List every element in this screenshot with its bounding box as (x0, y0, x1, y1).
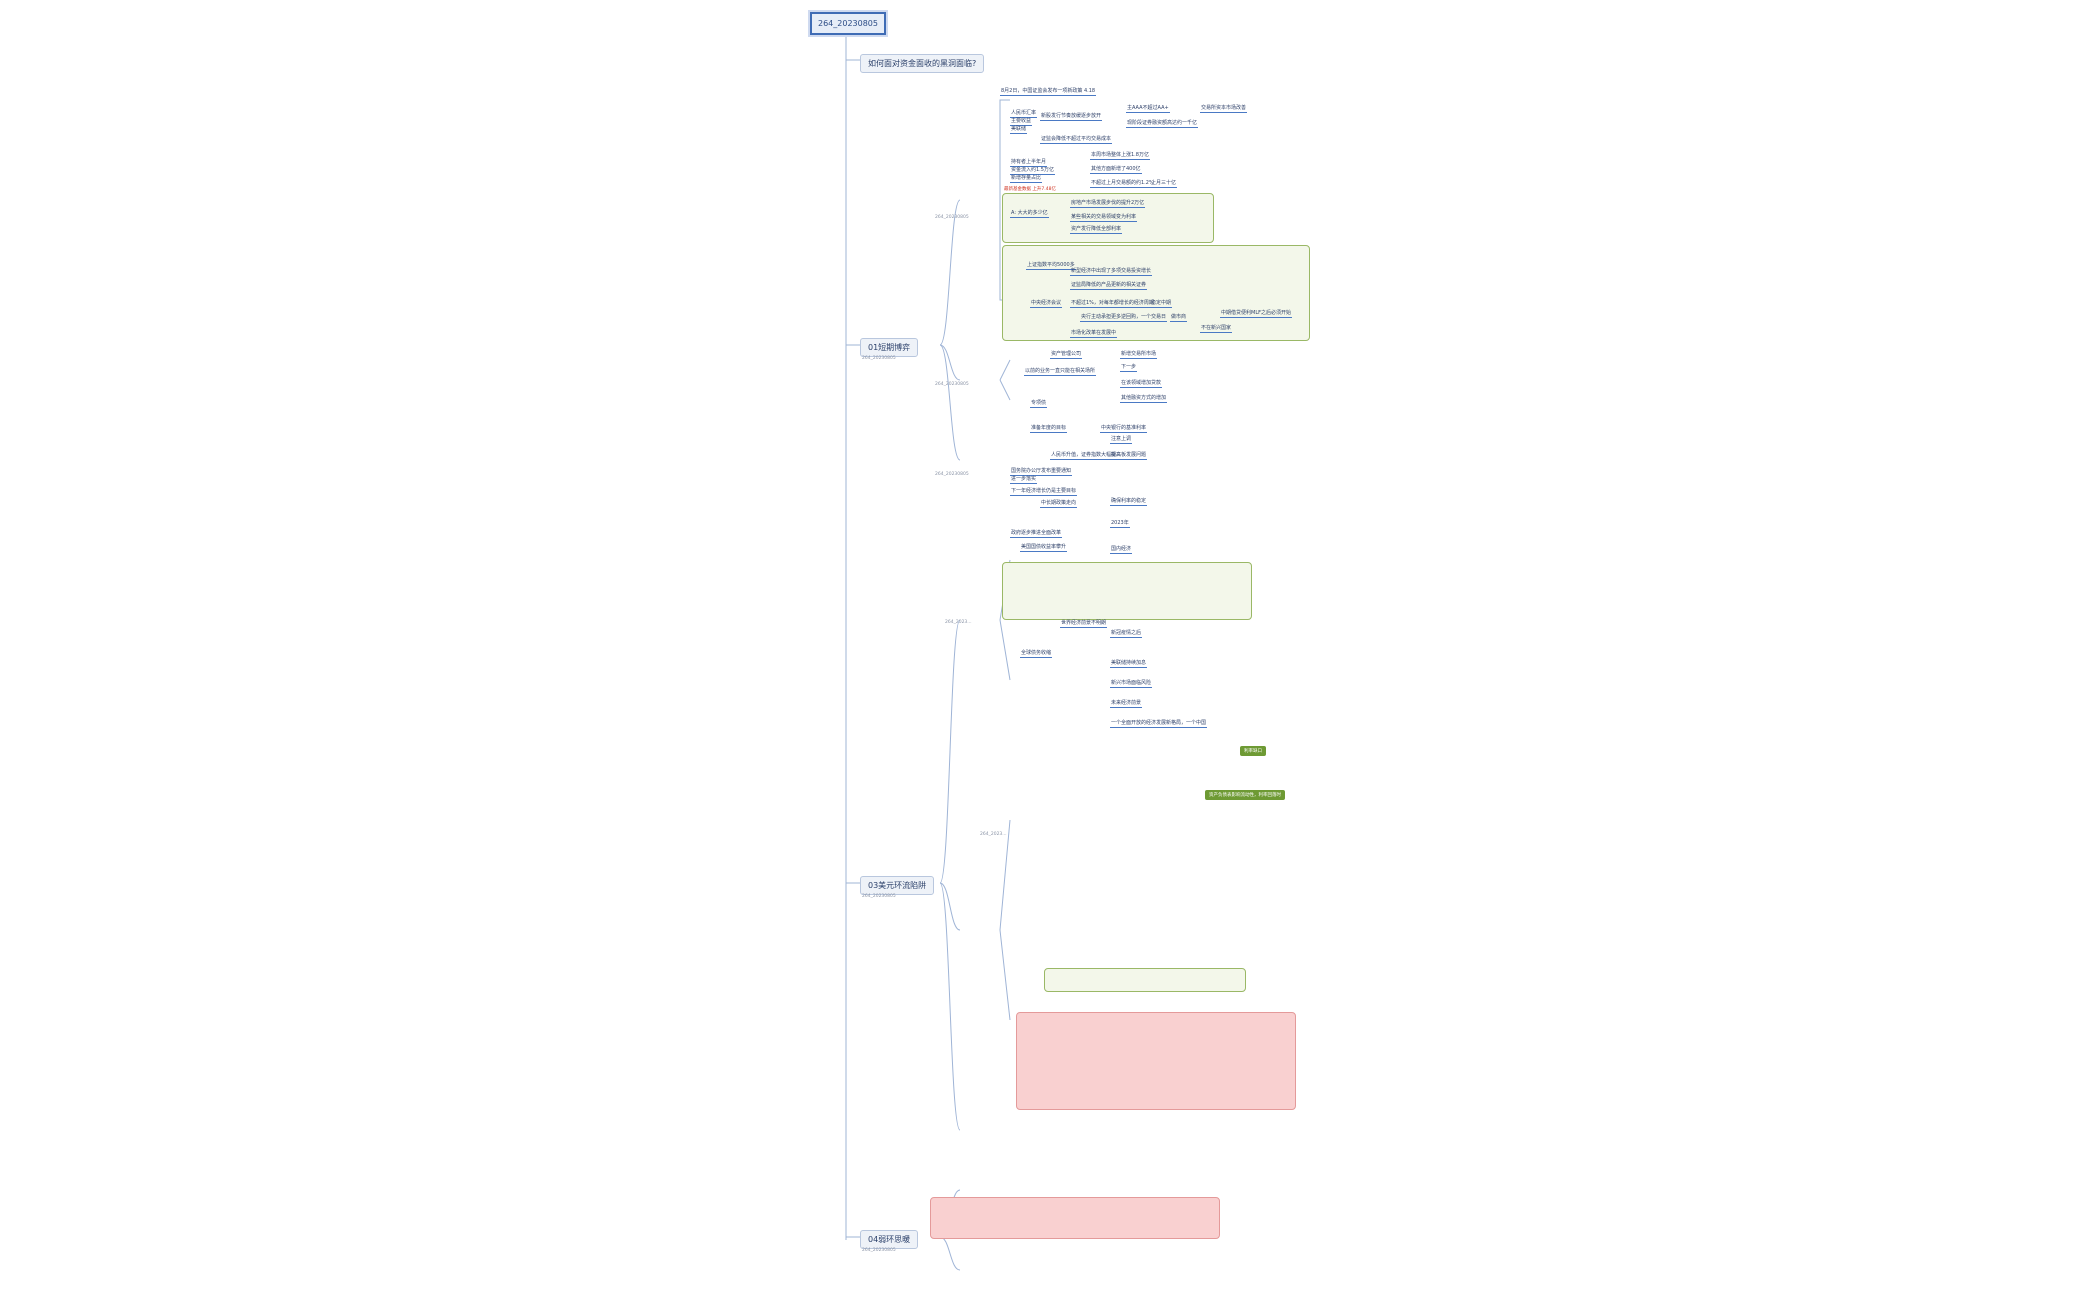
mindmap-node[interactable]: 新三板发展问题 (1110, 452, 1148, 460)
mindmap-node[interactable]: 不在新兴国家 (1200, 325, 1233, 333)
mindmap-node[interactable]: 主AAA不超过AA+ (1126, 105, 1170, 113)
highlight-group-4 (1044, 968, 1246, 992)
mindmap-node[interactable]: 稳定中期 (1150, 300, 1173, 308)
mindmap-node[interactable]: 下一年经济增长仍是主要目标 (1010, 488, 1078, 496)
mindmap-node[interactable]: 人民币升值，证券指数大幅提高 (1050, 452, 1123, 460)
mindmap-node[interactable]: 下一步 (1120, 364, 1138, 372)
mindmap-node[interactable]: 全球债务收缩 (1020, 650, 1053, 658)
mindmap-node[interactable]: 政府逐步推进全面改革 (1010, 530, 1063, 538)
mindmap-node[interactable]: 美联储 (1010, 126, 1028, 134)
mindmap-node[interactable]: 新股发行节奏放缓逐步放开 (1040, 113, 1103, 121)
mindmap-node[interactable]: 资产管理公司 (1050, 351, 1083, 359)
mindmap-node[interactable]: 其他融资方式的增加 (1120, 395, 1168, 403)
mindmap-node[interactable]: 新增存量占比 (1010, 175, 1043, 183)
highlight-group-5 (1016, 1012, 1296, 1110)
mindmap-node[interactable]: 国内经济 (1110, 546, 1133, 554)
mindmap-node[interactable]: 一个全面开放的经济发展新格局，一个中国 (1110, 720, 1208, 728)
note-date: 264_20230805 (935, 472, 969, 477)
mindmap-node[interactable]: 美联储持续加息 (1110, 660, 1148, 668)
note-date: 264_20230805 (935, 215, 969, 220)
mindmap-node[interactable]: 中央经济会议 (1030, 300, 1063, 308)
mindmap-node[interactable]: 美国国债收益率攀升 (1020, 544, 1068, 552)
mindmap-node[interactable]: 世界经济前景不明朗 (1060, 620, 1108, 628)
mindmap-node[interactable]: 本周市场整体上涨1.8万亿 (1090, 152, 1150, 160)
mindmap-node[interactable]: 持有者上半年月 (1010, 159, 1048, 167)
highlight-group-2 (1002, 245, 1310, 341)
mindmap-node[interactable]: 市场化改革在发展中 (1070, 330, 1118, 338)
highlight-group-3 (1002, 562, 1252, 620)
mindmap-node[interactable]: 新冠疫情之后 (1110, 630, 1143, 638)
mindmap-node[interactable]: 证监局降低的产品更新的相关证券 (1070, 282, 1148, 290)
mindmap-node[interactable]: 中央银行的基准利率 (1100, 425, 1148, 433)
mindmap-node[interactable]: 国务院办公厅发布重要通知 (1010, 468, 1073, 476)
mindmap-node[interactable]: 准备年度的目标 (1030, 425, 1068, 433)
highlight-group-1 (1002, 193, 1214, 243)
mindmap-node[interactable]: 进一步落实 (1010, 476, 1038, 484)
mindmap-node[interactable]: 央行主动承担更多逆回购，一个交易日 (1080, 314, 1168, 322)
mindmap-node[interactable]: 确保利率的稳定 (1110, 498, 1148, 506)
mindmap-node[interactable]: 2023年 (1110, 520, 1130, 528)
mindmap-node[interactable]: 新兴市场面临风险 (1110, 680, 1153, 688)
root-node[interactable]: 264_20230805 (810, 12, 886, 35)
mindmap-node[interactable]: 上证指数平均5000多 (1026, 262, 1076, 270)
mindmap-node[interactable]: A: 大大的多少亿 (1010, 210, 1049, 218)
note-date: 264_2023... (945, 620, 972, 625)
mindmap-node[interactable]: 新增交易所市场 (1120, 351, 1158, 359)
tag-rate-gap: 利率缺口 (1240, 746, 1266, 756)
mindmap-node[interactable]: 房地产市场发展步伐的提升2万亿 (1070, 200, 1146, 208)
mindmap-node[interactable]: 证监会降低不超过平均交易成本 (1040, 136, 1113, 144)
mindmap-node[interactable]: 专项债 (1030, 400, 1048, 408)
mindmap-node[interactable]: 交易所资本市场改善 (1200, 105, 1248, 113)
mindmap-node[interactable]: 某些相关的交易领域变为利率 (1070, 214, 1138, 222)
note-date: 264_2023... (980, 832, 1007, 837)
section-short-term-game[interactable]: 01短期博弈 (860, 338, 919, 357)
mindmap-node[interactable]: 以前的业务一直只能在相关场所 (1024, 368, 1097, 376)
highlight-group-6 (930, 1197, 1220, 1239)
section-date: 264_20230805 (862, 894, 896, 899)
mindmap-node[interactable]: 注意上调 (1110, 436, 1133, 444)
mindmap-node[interactable]: 其他方面新增了400亿 (1090, 166, 1142, 174)
note-date: 264_20230805 (935, 382, 969, 387)
mindmap-node[interactable]: 资金流入约1.5万亿 (1010, 167, 1055, 175)
mindmap-node[interactable]: 中期借贷便利MLF之后必须开始 (1220, 310, 1292, 318)
mindmap-node[interactable]: 在该领域增加贷款 (1120, 380, 1163, 388)
mindmap-node[interactable]: 8月2日，中国证监会发布一项新政策 4.18 (1000, 88, 1097, 96)
mindmap-node[interactable]: 新型经济中出现了多项交易投资增长 (1070, 268, 1153, 276)
mindmap-node[interactable]: 人民币汇率 (1010, 110, 1038, 118)
mindmap-node[interactable]: 做市商 (1170, 314, 1188, 322)
mindmap-node[interactable]: 现阶段证券融资额高达约一千亿 (1126, 120, 1199, 128)
mindmap-node[interactable]: 主要收益 (1010, 118, 1033, 126)
mindmap-node[interactable]: 不超过1%，对每年都增长的经济周期 (1070, 300, 1155, 308)
mindmap-node[interactable]: 资产发行降低全部利率 (1070, 226, 1123, 234)
section-market-outlook[interactable]: 如何面对资金面收的黑洞面临? (860, 54, 985, 73)
mindmap-node[interactable]: 不超过上月交易额的约1.2% (1090, 180, 1155, 188)
tag-balance-sheet: 资产负债表影响流动性，利率回落时 (1205, 790, 1285, 800)
section-dollar-cycle[interactable]: 03美元环流陷阱 (860, 876, 935, 895)
mindmap-node[interactable]: 上月三十亿 (1150, 180, 1178, 188)
mindmap-node[interactable]: 未来经济前景 (1110, 700, 1143, 708)
section-weak-link[interactable]: 04弱环思暖 (860, 1230, 919, 1249)
section-date: 264_20230805 (862, 1248, 896, 1253)
mindmap-node[interactable]: 中长期政策走向 (1040, 500, 1078, 508)
section-date: 264_20230805 (862, 356, 896, 361)
note-fund-data: 最新基金数据 上升7.48亿 (1004, 187, 1056, 192)
